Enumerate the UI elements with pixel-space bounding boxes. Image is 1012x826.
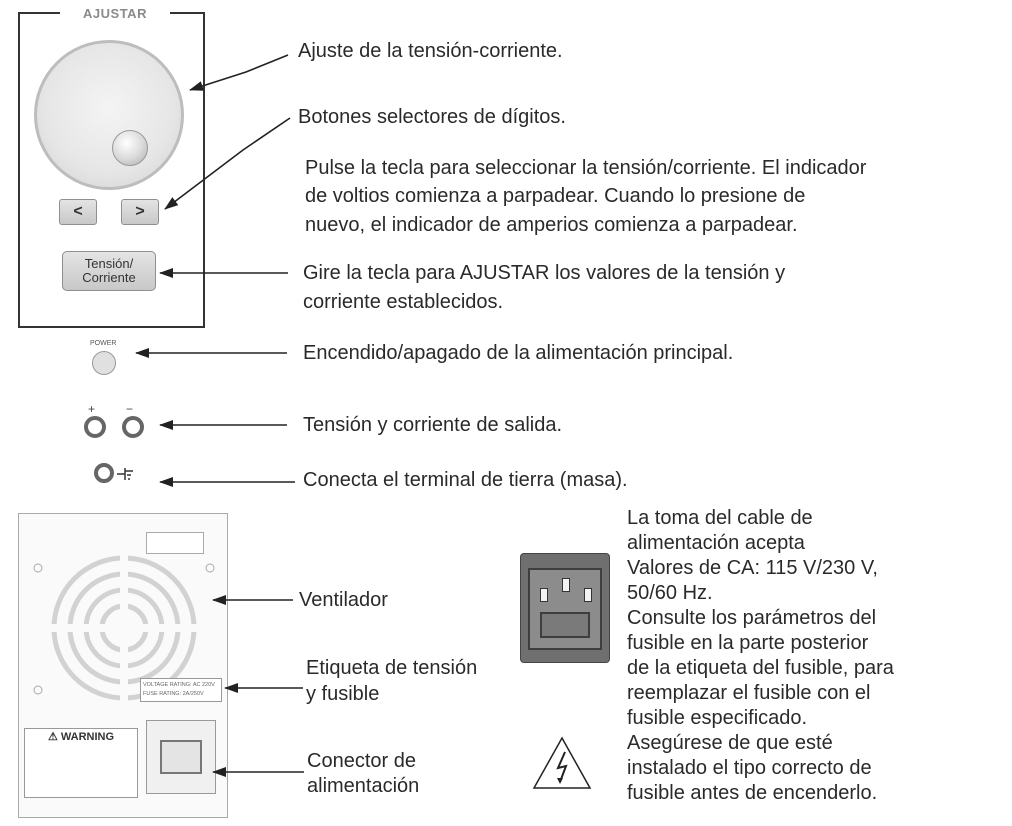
rear-connector-socket-icon bbox=[160, 740, 202, 774]
ground-annotation: Conecta el terminal de tierra (masa). bbox=[303, 469, 628, 491]
high-voltage-warning-icon bbox=[532, 736, 592, 789]
minus-sign: − bbox=[126, 402, 134, 416]
ground-icon bbox=[117, 468, 133, 480]
output-annotation: Tensión y corriente de salida. bbox=[303, 414, 563, 436]
turn-desc-line-2: corriente establecidos. bbox=[303, 291, 504, 313]
inlet-desc-line: Valores de CA: 115 V/230 V, bbox=[627, 557, 878, 579]
fan-annotation: Ventilador bbox=[299, 589, 388, 611]
power-button[interactable] bbox=[92, 351, 116, 375]
press-desc-line-1: Pulse la tecla para seleccionar la tensi… bbox=[305, 157, 867, 179]
panel-title: AJUSTAR bbox=[83, 6, 147, 21]
inlet-desc-line: fusible en la parte posterior bbox=[627, 632, 869, 654]
inlet-pin-icon bbox=[584, 588, 592, 602]
inlet-desc-line: 50/60 Hz. bbox=[627, 582, 713, 604]
inlet-desc-line: de la etiqueta del fusible, para bbox=[627, 657, 894, 679]
inlet-desc-line: Asegúrese de que esté bbox=[627, 732, 833, 754]
positive-terminal bbox=[84, 416, 106, 438]
voltage-fuse-label: VOLTAGE RATING: AC 220V FUSE RATING: 2A/… bbox=[140, 678, 222, 702]
digit-right-button[interactable]: > bbox=[121, 199, 159, 225]
digit-left-button[interactable]: < bbox=[59, 199, 97, 225]
ground-terminal bbox=[94, 463, 114, 483]
inlet-desc-line: alimentación acepta bbox=[627, 532, 805, 554]
inlet-description: La toma del cable de alimentación acepta… bbox=[627, 506, 894, 806]
tc-button-label-1: Tensión/ bbox=[84, 256, 134, 271]
fuse-drawer-icon bbox=[540, 612, 590, 638]
inlet-desc-line: reemplazar el fusible con el bbox=[627, 682, 871, 704]
turn-desc-line-1: Gire la tecla para AJUSTAR los valores d… bbox=[303, 262, 786, 284]
inlet-pin-icon bbox=[540, 588, 548, 602]
serial-sticker bbox=[146, 532, 204, 554]
plus-sign: + bbox=[88, 402, 96, 416]
power-annotation: Encendido/apagado de la alimentación pri… bbox=[303, 342, 734, 364]
warning-title: ⚠ WARNING bbox=[47, 731, 115, 743]
panel-legend: AJUSTAR bbox=[60, 4, 170, 24]
press-desc-line-3: nuevo, el indicador de amperios comienza… bbox=[305, 214, 798, 236]
inlet-desc-line: fusible antes de encenderlo. bbox=[627, 782, 878, 804]
negative-terminal bbox=[122, 416, 144, 438]
inlet-desc-line: Consulte los parámetros del bbox=[627, 607, 877, 629]
inlet-pin-icon bbox=[562, 578, 570, 592]
connector-annotation-line-1: Conector de bbox=[307, 750, 416, 772]
press-desc-line-2: de voltios comienza a parpadear. Cuando … bbox=[305, 185, 806, 207]
inlet-desc-line: instalado el tipo correcto de bbox=[627, 757, 872, 779]
inlet-desc-line: fusible especificado. bbox=[627, 707, 808, 729]
label-annotation-line-2: y fusible bbox=[306, 683, 380, 705]
warning-sticker bbox=[24, 728, 138, 798]
connector-annotation-line-2: alimentación bbox=[307, 775, 420, 797]
knob-grip-icon bbox=[112, 130, 148, 166]
inlet-desc-line: La toma del cable de bbox=[627, 507, 813, 529]
adjust-knob[interactable] bbox=[34, 40, 184, 190]
label-annotation-line-1: Etiqueta de tensión bbox=[306, 657, 478, 679]
tc-button-label-2: Corriente bbox=[82, 270, 136, 285]
voltage-current-button[interactable]: Tensión/ bbox=[62, 251, 156, 291]
power-label: POWER bbox=[90, 340, 117, 347]
digit-buttons-annotation: Botones selectores de dígitos. bbox=[298, 106, 566, 128]
fan-grille-icon bbox=[33, 548, 215, 708]
knob-annotation: Ajuste de la tensión-corriente. bbox=[298, 40, 563, 62]
